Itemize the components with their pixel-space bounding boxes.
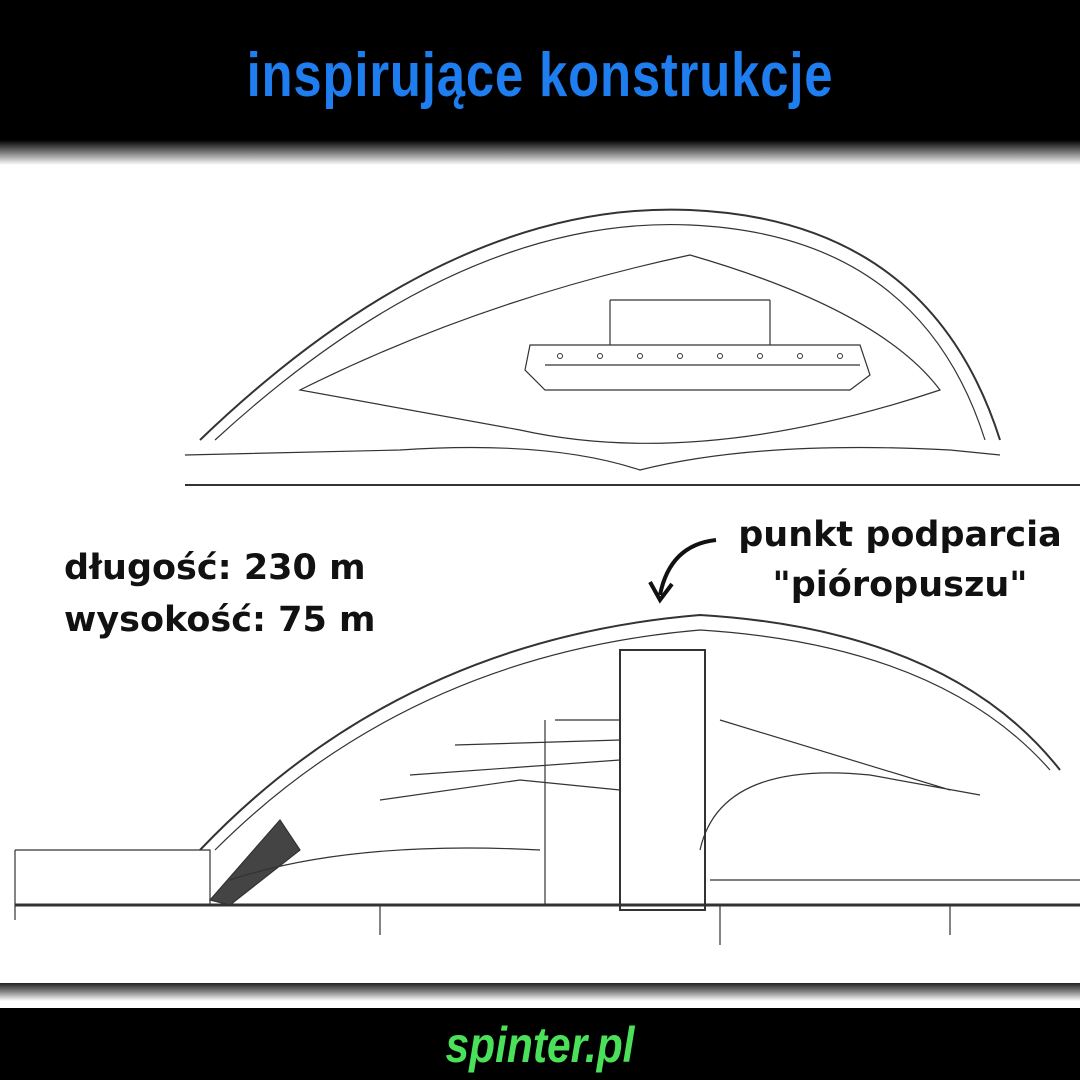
page-title: inspirujące konstrukcje — [246, 41, 834, 110]
footer-bar: spinter.pl — [0, 1008, 1080, 1080]
height-text: wysokość: 75 m — [64, 600, 376, 640]
dimensions-label: długość: 230 m wysokość: 75 m — [64, 542, 376, 646]
divider — [0, 983, 1080, 1001]
support-note-line2: "pióropuszu" — [772, 565, 1028, 605]
elevation-drawing — [184, 208, 1080, 486]
header-bar: inspirujące konstrukcje — [0, 0, 1080, 165]
support-point-note: punkt podparcia "pióropuszu" — [720, 510, 1080, 610]
support-note-line1: punkt podparcia — [738, 515, 1062, 555]
brand-logo-text: spinter.pl — [445, 1017, 635, 1073]
section-drawing — [14, 613, 1080, 945]
length-text: długość: 230 m — [64, 548, 366, 588]
arrow-icon — [648, 538, 717, 604]
